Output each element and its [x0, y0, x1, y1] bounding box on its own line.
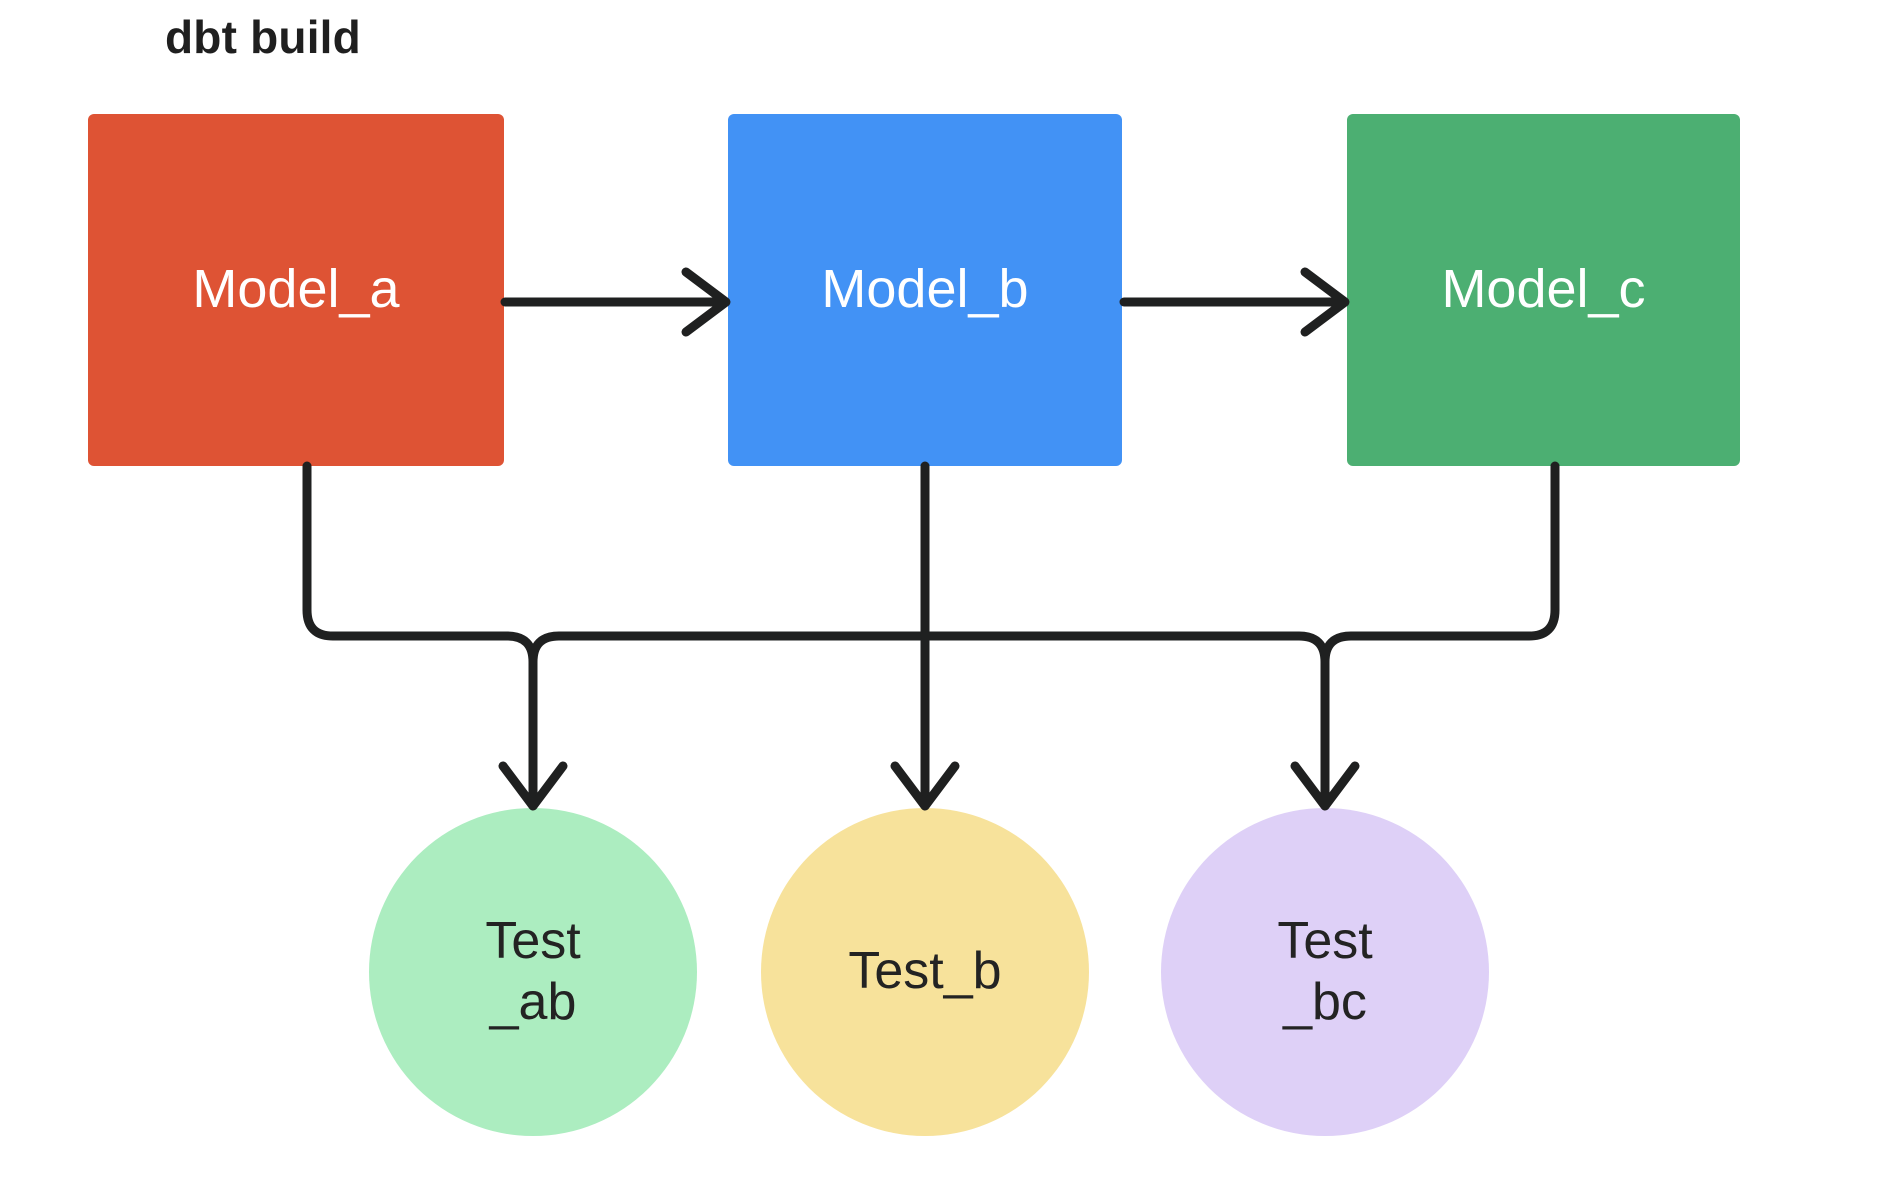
node-model-b[interactable]	[728, 114, 1122, 466]
edge-to-test-ab-arrowhead	[498, 761, 568, 811]
node-test-ab[interactable]	[369, 808, 697, 1136]
edge-to-test-b-arrowhead	[890, 761, 960, 811]
node-model-a[interactable]	[88, 114, 504, 466]
edge-model-a-to-model-b-arrowhead	[681, 267, 731, 337]
edge-model-b-to-test-bc	[920, 631, 1330, 667]
node-model-c[interactable]	[1347, 114, 1740, 466]
edge-model-b-to-model-c-arrowhead	[1300, 267, 1350, 337]
edge-model-b-to-test-ab	[528, 631, 930, 667]
edge-model-c-to-test-bc	[1320, 461, 1560, 800]
node-test-bc[interactable]	[1161, 808, 1489, 1136]
node-test-b[interactable]	[761, 808, 1089, 1136]
diagram-title: dbt build	[165, 11, 361, 63]
edge-model-a-to-test-ab	[302, 461, 538, 800]
edge-to-test-bc-arrowhead	[1290, 761, 1360, 811]
